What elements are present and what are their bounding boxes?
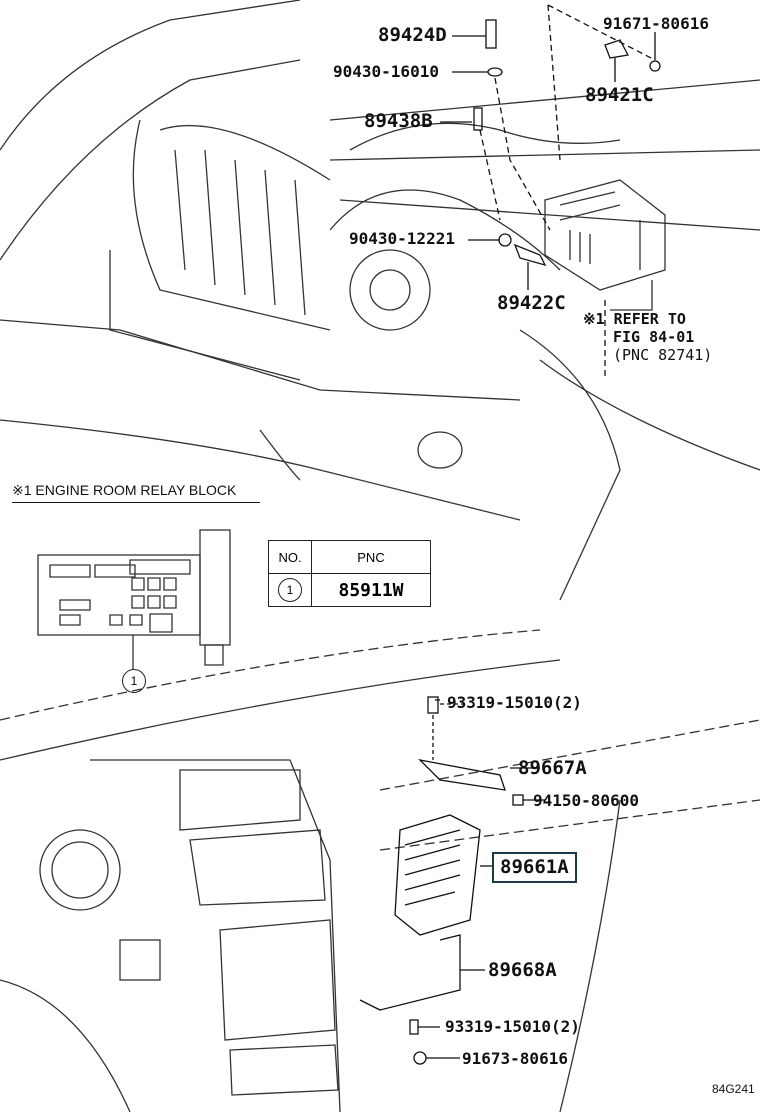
refer-note-line3: (PNC 82741) [613, 346, 713, 364]
vehicle-front-drawing [0, 0, 760, 601]
relay-box-drawing [544, 179, 666, 311]
part-label-89438B[interactable]: 89438B [364, 110, 433, 132]
part-label-90430-12221[interactable]: 90430-12221 [349, 229, 455, 248]
part-label-91673-80616[interactable]: 91673-80616 [462, 1049, 568, 1068]
pnc-table: NO. PNC 1 85911W [268, 540, 431, 607]
part-label-89667A[interactable]: 89667A [518, 757, 587, 779]
part-label-91671-80616[interactable]: 91671-80616 [603, 14, 709, 33]
ecu-assembly-drawing [359, 696, 545, 1065]
part-label-94150-80600[interactable]: 94150-80600 [533, 791, 639, 810]
refer-note-line2[interactable]: FIG 84-01 [613, 328, 695, 346]
dashboard-drawing [0, 629, 760, 1112]
relay-block-heading: ※1 ENGINE ROOM RELAY BLOCK [12, 482, 260, 503]
part-label-89661A-highlighted[interactable]: 89661A [492, 852, 577, 883]
figure-code: 84G241 [712, 1082, 755, 1096]
part-label-89422C[interactable]: 89422C [497, 292, 566, 314]
table-cell-pnc[interactable]: 85911W [311, 573, 431, 607]
leader-lines-upper [440, 4, 661, 380]
refer-note: ※1 REFER TO FIG 84-01 (PNC 82741) [583, 310, 712, 364]
table-cell-no: 1 [278, 578, 302, 602]
part-label-90430-16010[interactable]: 90430-16010 [333, 62, 439, 81]
part-label-93319-15010-bottom[interactable]: 93319-15010(2) [445, 1017, 580, 1036]
part-label-89421C[interactable]: 89421C [585, 84, 654, 106]
callout-1: 1 [122, 669, 146, 693]
relay-block-detail [37, 529, 231, 669]
table-header-no: NO. [268, 540, 312, 574]
table-row: 1 85911W [268, 573, 431, 607]
part-label-93319-15010-top[interactable]: 93319-15010(2) [447, 693, 582, 712]
table-header-pnc: PNC [311, 540, 431, 574]
part-label-89424D[interactable]: 89424D [378, 24, 447, 46]
refer-note-line1: ※1 REFER TO [583, 310, 686, 328]
part-label-89668A[interactable]: 89668A [488, 959, 557, 981]
